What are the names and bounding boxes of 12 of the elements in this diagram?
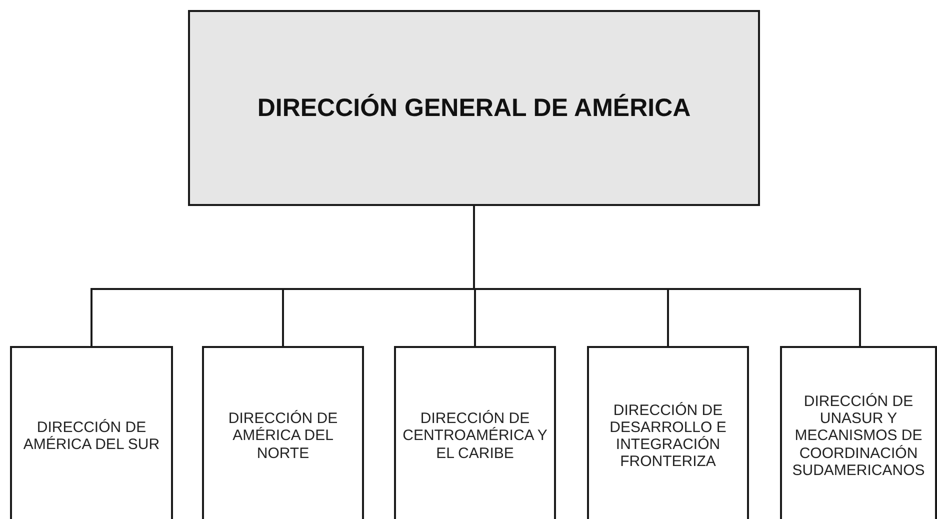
box-title: DIRECCIÓN DE AMÉRICA DEL NORTE <box>227 410 339 462</box>
box-title: DIRECCIÓN DE DESARROLLO E INTEGRACIÓN FRONTERIZA <box>608 402 728 470</box>
department-box <box>188 10 760 206</box>
box-title: DIRECCIÓN DE AMÉRICA DEL SUR <box>22 418 161 454</box>
division-box <box>780 346 937 519</box>
box-title: DIRECCIÓN GENERAL DE AMÉRICA <box>256 94 692 122</box>
division-box <box>202 346 364 519</box>
division-box <box>10 346 173 519</box>
division-box <box>394 346 556 519</box>
division-box <box>587 346 749 519</box>
box-title: DIRECCIÓN DE CENTROAMÉRICA Y EL CARIBE <box>402 410 548 462</box>
box-title: DIRECCIÓN DE UNASUR Y MECANISMOS DE COORDINACIÓN SUDAMERICANOS <box>791 392 926 480</box>
